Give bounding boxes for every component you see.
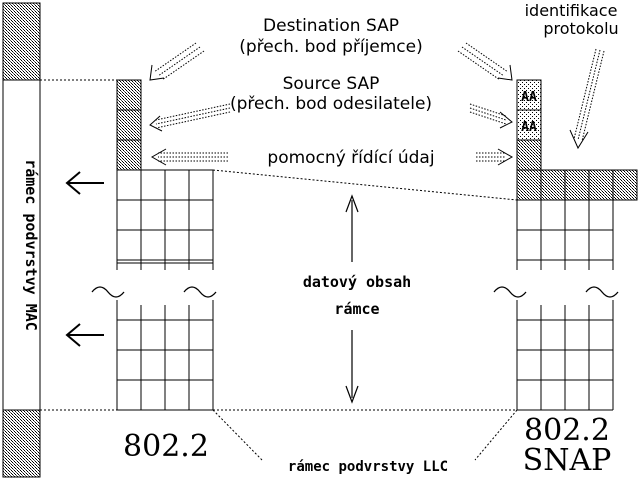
- snap-ssap-field: [516, 109, 542, 141]
- control-to-snap-connector: [212, 169, 518, 201]
- llc-brace-left: [212, 409, 263, 461]
- data-content-label-line2: rámce: [334, 300, 379, 318]
- llc-frame-label: rámec podvrstvy LLC: [288, 459, 448, 475]
- control-callout-arrow-right: [476, 148, 514, 166]
- protocol-id-label-line2: protokolu: [543, 19, 618, 38]
- break-marks-llc: [91, 286, 217, 298]
- ssap-field: [116, 109, 142, 141]
- source-sap-sublabel: (přech. bod odesilatele): [230, 94, 432, 114]
- dsap-callout-arrow-left: [149, 42, 205, 81]
- data-grid-lower: [116, 300, 214, 411]
- control-field-label: pomocný řídící údaj: [267, 148, 434, 168]
- break-marks-snap: [493, 286, 619, 298]
- data-content-down-arrow: [345, 330, 359, 404]
- snap-frame: AA AA: [493, 79, 638, 478]
- protocol-id-label-line1: identifikace: [525, 1, 618, 20]
- snap-std-label: 802.2: [524, 413, 610, 448]
- mac-payload-block: [2, 79, 41, 411]
- snap-protocol-id-dividers: [540, 170, 614, 200]
- data-content-up-arrow: [345, 194, 359, 262]
- data-content-label-line1: datový obsah: [303, 273, 411, 291]
- snap-control-field: [516, 139, 542, 171]
- snap-label: SNAP: [523, 443, 612, 478]
- snap-aa-2: AA: [521, 120, 537, 135]
- snap-data-grid-lower: [516, 300, 614, 411]
- mac-frame: rámec podvrstvy MAC: [2, 2, 41, 478]
- protocol-id-callout-arrow: [569, 48, 605, 150]
- data-grid-upper: [116, 169, 214, 270]
- llc-brace-right: [474, 409, 518, 461]
- left-arrow-lower: [65, 323, 104, 347]
- control-field: [116, 139, 142, 171]
- control-callout-arrow-left: [150, 148, 228, 166]
- destination-sap-sublabel: (přech. bod příjemce): [239, 37, 423, 57]
- destination-sap-label: Destination SAP: [263, 16, 399, 36]
- std-8022-label: 802.2: [123, 429, 209, 464]
- dsap-field: [116, 79, 142, 111]
- left-arrow-upper: [65, 171, 104, 195]
- ssap-callout-arrow-right: [469, 103, 513, 129]
- dsap-callout-arrow-right: [457, 42, 513, 81]
- source-sap-label: Source SAP: [283, 74, 380, 94]
- mac-header-block: [2, 2, 41, 81]
- llc-8022-frame: 802.2: [91, 79, 217, 464]
- mac-frame-label: rámec podvrstvy MAC: [22, 159, 40, 331]
- ssap-callout-arrow-left: [149, 103, 231, 132]
- mac-trailer-block: [2, 409, 41, 478]
- snap-aa-1: AA: [521, 90, 537, 105]
- snap-data-grid-upper: [516, 200, 614, 270]
- snap-protocol-id-field: [516, 169, 638, 201]
